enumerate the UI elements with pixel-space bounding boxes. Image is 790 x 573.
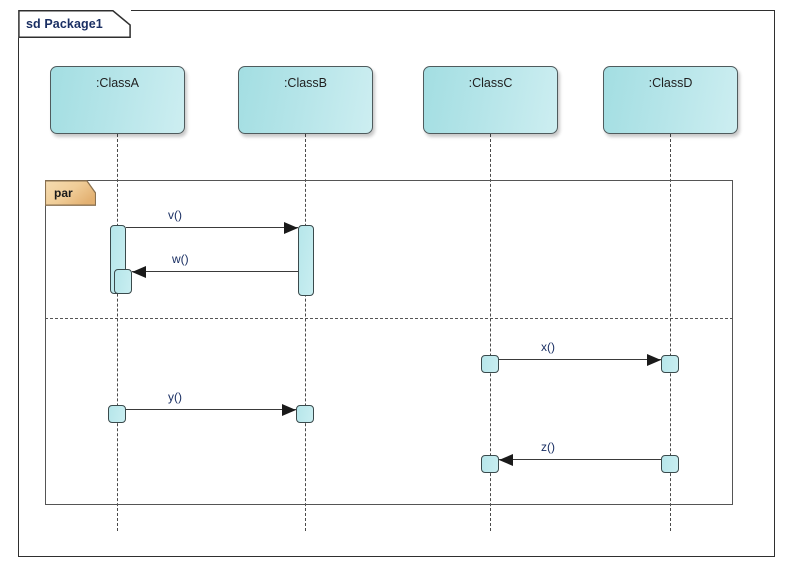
- lifeline-head-label-d: :ClassD: [648, 76, 693, 90]
- message-line-m-x[interactable]: [499, 359, 661, 360]
- message-line-m-y[interactable]: [126, 409, 296, 410]
- activation-bar-act-d-x[interactable]: [661, 355, 679, 373]
- par-fragment-operator-label: par: [54, 186, 73, 200]
- sd-frame-label-tab: sd Package1: [18, 10, 131, 38]
- message-label-m-z: z(): [541, 440, 555, 454]
- message-arrowhead-m-z: [499, 453, 513, 466]
- lifeline-head-b[interactable]: :ClassB: [238, 66, 373, 134]
- message-label-m-v: v(): [168, 208, 182, 222]
- par-fragment-operator-tab: par: [45, 180, 96, 206]
- lifeline-head-c[interactable]: :ClassC: [423, 66, 558, 134]
- lifeline-head-label-b: :ClassB: [283, 76, 328, 90]
- message-arrowhead-m-x: [647, 353, 661, 366]
- lifeline-head-label-a: :ClassA: [95, 76, 140, 90]
- activation-bar-act-b-y[interactable]: [296, 405, 314, 423]
- lifeline-head-a[interactable]: :ClassA: [50, 66, 185, 134]
- message-line-m-z[interactable]: [499, 459, 661, 460]
- lifeline-c[interactable]: [490, 134, 491, 531]
- lifeline-a[interactable]: [117, 134, 118, 531]
- message-line-m-v[interactable]: [126, 227, 298, 228]
- message-line-m-w[interactable]: [132, 271, 298, 272]
- lifeline-head-label-c: :ClassC: [468, 76, 513, 90]
- par-fragment-operand-divider: [45, 318, 733, 319]
- sd-frame-label-text: sd Package1: [26, 17, 103, 31]
- par-tab-shape: [45, 180, 96, 206]
- message-label-m-w: w(): [172, 252, 189, 266]
- activation-bar-act-c-z[interactable]: [481, 455, 499, 473]
- activation-bar-act-a-nested[interactable]: [114, 269, 132, 294]
- message-label-m-x: x(): [541, 340, 555, 354]
- message-label-m-y: y(): [168, 390, 182, 404]
- activation-bar-act-d-z[interactable]: [661, 455, 679, 473]
- activation-bar-act-b-main[interactable]: [298, 225, 314, 296]
- message-arrowhead-m-y: [282, 403, 296, 416]
- par-fragment-box[interactable]: [45, 180, 733, 505]
- lifeline-b[interactable]: [305, 134, 306, 531]
- message-arrowhead-m-v: [284, 221, 298, 234]
- activation-bar-act-c-x[interactable]: [481, 355, 499, 373]
- lifeline-d[interactable]: [670, 134, 671, 531]
- message-arrowhead-m-w: [132, 265, 146, 278]
- lifeline-head-d[interactable]: :ClassD: [603, 66, 738, 134]
- activation-bar-act-a-y[interactable]: [108, 405, 126, 423]
